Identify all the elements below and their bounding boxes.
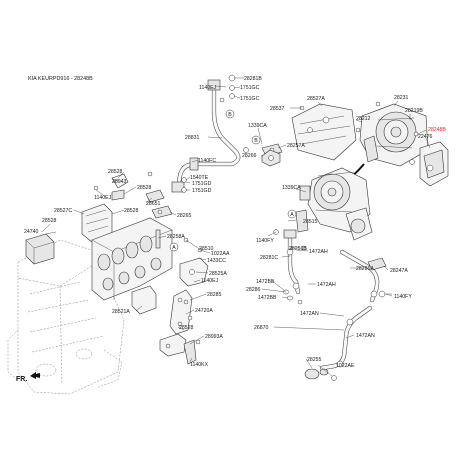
- ref-marker-a-right: A: [287, 209, 297, 219]
- label-1472ah: 1472AH: [309, 249, 328, 255]
- fittings-1751gd: [181, 177, 187, 193]
- svg-text:B: B: [254, 138, 258, 144]
- fr-arrow-icon: [30, 372, 40, 379]
- label-1022aa: 1022AA: [211, 251, 230, 257]
- label-28651: 28651: [146, 201, 161, 207]
- label-28219b: 28219B: [405, 108, 423, 114]
- svg-text:A: A: [290, 212, 294, 218]
- label-22476: 22476: [418, 134, 433, 140]
- label-28255: 28255: [307, 357, 322, 363]
- label-24740: 24740: [24, 229, 39, 235]
- label-1140fy: 1140FY: [394, 294, 412, 300]
- label-28943: 28943: [112, 179, 127, 185]
- label-28528: 28528: [137, 185, 152, 191]
- label-28231: 28231: [394, 95, 409, 101]
- label-28525a: 28525A: [209, 271, 227, 277]
- exhaust-manifold-28510: [91, 217, 173, 301]
- label-1433cc: 1433CC: [207, 258, 226, 264]
- label-1339ca: 1339CA: [282, 185, 301, 191]
- pipe-28515: [295, 209, 309, 233]
- label-28515: 28515: [303, 219, 318, 225]
- label-28831: 28831: [185, 135, 200, 141]
- ref-marker-b-top: B: [225, 109, 235, 119]
- heat-shield-28527a: [291, 103, 357, 161]
- label-1140ej: 1140EJ: [201, 278, 219, 284]
- label-28258a: 28258A: [167, 234, 185, 240]
- turbocharger-upper-28231: [359, 103, 429, 167]
- label-1140fy: 1140FY: [256, 238, 274, 244]
- part-labels: 28281B 1140EJ 1751GC 1751GC 28831 1140FC…: [24, 76, 446, 369]
- label-28510: 28510: [199, 246, 214, 252]
- label-28212: 28212: [356, 116, 371, 122]
- bracket-28525a: [179, 257, 209, 287]
- label-1022ae: 1022AE: [336, 363, 355, 369]
- oil-return-hose-28281c: [283, 229, 301, 295]
- label-28528: 28528: [124, 208, 139, 214]
- label-28281b: 28281B: [244, 76, 262, 82]
- label-24720a: 24720A: [195, 308, 213, 314]
- oil-drain-28993a: [159, 333, 197, 365]
- label-28537: 28537: [270, 106, 285, 112]
- label-28265: 28265: [177, 213, 192, 219]
- engine-block: [7, 239, 125, 395]
- label-1751gc: 1751GC: [240, 85, 260, 91]
- label-28266: 28266: [242, 153, 257, 159]
- label-1751gc: 1751GC: [240, 96, 260, 102]
- label-28521a: 28521A: [112, 309, 130, 315]
- label-28528: 28528: [179, 325, 194, 331]
- label-1540te: 1540TE: [190, 175, 209, 181]
- clamps-1472bb: [282, 289, 294, 301]
- label-1751gd: 1751GD: [192, 181, 212, 187]
- oil-feed-pipe-28831: [171, 74, 241, 193]
- label-1472ah: 1472AH: [317, 282, 336, 288]
- label-28528: 28528: [42, 218, 57, 224]
- bracket-28521a: [131, 285, 157, 315]
- label-28247a: 28247A: [390, 268, 408, 274]
- leader-lines: [41, 77, 431, 377]
- svg-text:B: B: [228, 112, 232, 118]
- actuator-28248b: [419, 141, 449, 187]
- front-direction-indicator: FR.: [16, 372, 40, 383]
- clamp-28255: [304, 368, 329, 380]
- label-1140kx: 1140KX: [190, 362, 209, 368]
- gasket-28265: [151, 205, 173, 219]
- svg-text:A: A: [172, 245, 176, 251]
- label-28993a: 28993A: [205, 334, 223, 340]
- label-28527c: 28527C: [54, 208, 72, 214]
- label-1472an: 1472AN: [356, 333, 375, 339]
- intercooler-hose-26870: [319, 305, 373, 371]
- label-28527a: 28527A: [307, 96, 325, 102]
- label-1472an: 1472AN: [300, 311, 319, 317]
- label-28251b: 28251B: [289, 246, 307, 252]
- bracket-24740: [25, 233, 55, 265]
- label-28286a: 28286A: [356, 266, 374, 272]
- label-28528: 28528: [108, 169, 123, 175]
- label-26870: 26870: [254, 325, 269, 331]
- label-28281c: 28281C: [260, 255, 278, 261]
- label-1472bb: 1472BB: [256, 279, 275, 285]
- label-1140fc: 1140FC: [198, 158, 216, 164]
- label-28257a: 28257A: [287, 143, 305, 149]
- label-28248b-highlighted: 28248B: [428, 127, 446, 133]
- ref-marker-b-right: B: [251, 135, 261, 145]
- bracket-28943: [111, 173, 129, 201]
- bolt-1022ae: [331, 375, 337, 381]
- label-1472bb: 1472BB: [258, 295, 277, 301]
- label-1751gd: 1751GD: [192, 188, 212, 194]
- hose-28286a: [339, 249, 380, 303]
- bracket-28247a: [367, 257, 387, 271]
- label-28285: 28285: [207, 292, 222, 298]
- bolt-1140fy: [378, 290, 392, 298]
- gasket-28266: [261, 149, 281, 167]
- label-1140ej: 1140EJ: [94, 195, 112, 201]
- label-1140ej: 1140EJ: [199, 85, 217, 91]
- label-28286: 28286: [246, 287, 261, 293]
- fr-label: FR.: [16, 376, 27, 383]
- turbocharger-main: [299, 167, 373, 241]
- diagram-title: KIA KEURPD916 - 28248B: [28, 76, 93, 82]
- label-1339ca: 1339CA: [248, 123, 267, 129]
- ref-marker-a-left: A: [169, 242, 179, 252]
